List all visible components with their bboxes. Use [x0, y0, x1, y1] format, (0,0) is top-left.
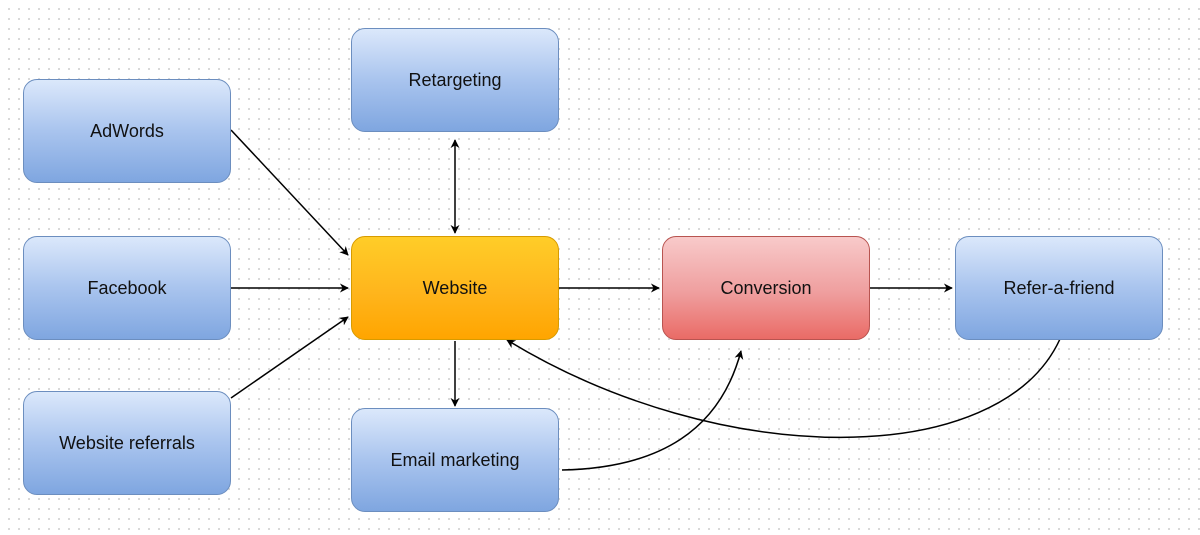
- node-website-referrals[interactable]: Website referrals: [23, 391, 231, 495]
- node-website-referrals-label: Website referrals: [59, 432, 195, 453]
- edge-email-marketing-to-conversion: [561, 350, 744, 471]
- edge-refer-a-friend-to-website: [506, 338, 1061, 439]
- node-refer-a-friend[interactable]: Refer-a-friend: [955, 236, 1163, 340]
- node-conversion[interactable]: Conversion: [662, 236, 870, 340]
- node-website[interactable]: Website: [351, 236, 559, 340]
- node-retargeting[interactable]: Retargeting: [351, 28, 559, 132]
- node-facebook[interactable]: Facebook: [23, 236, 231, 340]
- edge-website-referrals-to-website: [230, 316, 349, 399]
- edge-adwords-to-website: [230, 129, 349, 256]
- node-retargeting-label: Retargeting: [408, 69, 502, 90]
- node-refer-a-friend-label: Refer-a-friend: [1003, 277, 1115, 298]
- node-facebook-label: Facebook: [87, 277, 167, 298]
- node-email-marketing[interactable]: Email marketing: [351, 408, 559, 512]
- node-conversion-label: Conversion: [720, 277, 812, 298]
- node-adwords[interactable]: AdWords: [23, 79, 231, 183]
- node-website-label: Website: [422, 277, 488, 298]
- node-email-marketing-label: Email marketing: [390, 449, 520, 470]
- node-adwords-label: AdWords: [90, 120, 164, 141]
